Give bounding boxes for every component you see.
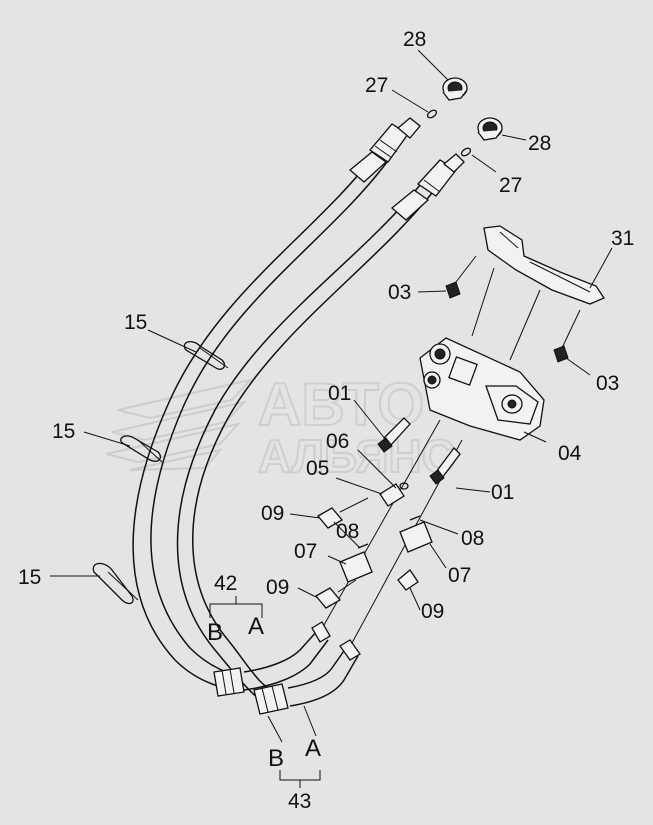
label-28-top: 28 xyxy=(403,28,426,51)
label-43: 43 xyxy=(288,790,311,813)
hose-clamp-3 xyxy=(92,562,139,605)
bolt-09-b xyxy=(315,579,357,609)
watermark-line2: АЛЬЯНС xyxy=(258,430,455,482)
hose-fitting-42 xyxy=(213,621,331,697)
solenoid-valve-04 xyxy=(419,267,545,441)
label-15-a: 15 xyxy=(124,311,147,334)
label-09-a: 09 xyxy=(261,502,284,525)
fitting-05 xyxy=(379,483,405,507)
label-01-left: 01 xyxy=(328,382,351,405)
bolt-01-right xyxy=(429,447,461,485)
hose-fitting-43 xyxy=(253,639,361,715)
label-03-right: 03 xyxy=(596,372,619,395)
hose-fitting-top-left xyxy=(348,117,421,183)
cap-28-right xyxy=(477,117,503,141)
label-06: 06 xyxy=(326,430,349,453)
hose-assembly xyxy=(132,117,465,715)
watermark-logo: АВТО АЛЬЯНС xyxy=(105,370,456,483)
bolt-09-c xyxy=(397,569,419,591)
hose-clamp-1 xyxy=(183,340,229,370)
label-03-left: 03 xyxy=(388,281,411,304)
label-07-left: 07 xyxy=(294,540,317,563)
o-ring-06 xyxy=(399,482,409,490)
leader-lines xyxy=(50,49,613,611)
watermark-emblem-icon xyxy=(105,378,253,471)
label-15-c: 15 xyxy=(18,566,41,589)
label-42: 42 xyxy=(214,572,237,595)
cap-28-top xyxy=(442,77,468,101)
bracket-31 xyxy=(483,225,605,305)
bracket-43 xyxy=(267,705,321,788)
label-01-right: 01 xyxy=(491,481,514,504)
label-08-right: 08 xyxy=(461,527,484,550)
o-ring-27-top xyxy=(426,109,438,119)
fitting-07-right xyxy=(399,521,433,553)
label-27-top: 27 xyxy=(365,74,388,97)
label-09-b: 09 xyxy=(266,576,289,599)
o-ring-08-right xyxy=(409,515,421,521)
o-ring-27-right xyxy=(460,147,472,157)
bracket-42 xyxy=(209,596,263,618)
label-43-b: B xyxy=(268,745,284,772)
hose-fitting-top-right xyxy=(390,153,465,221)
label-07-right: 07 xyxy=(448,564,471,587)
label-27-right: 27 xyxy=(499,174,522,197)
bolt-01-left xyxy=(377,417,411,453)
label-04: 04 xyxy=(558,442,582,465)
label-43-a: A xyxy=(305,735,321,762)
label-31: 31 xyxy=(611,227,634,250)
label-15-b: 15 xyxy=(52,420,75,443)
bolt-03-left xyxy=(445,255,477,299)
bolt-09-a xyxy=(317,497,369,529)
label-08-left: 08 xyxy=(336,520,359,543)
label-28-right: 28 xyxy=(528,132,551,155)
label-05: 05 xyxy=(306,457,329,480)
label-42-a: A xyxy=(248,613,264,640)
bolt-03-right xyxy=(553,309,581,363)
label-42-b: B xyxy=(207,619,223,646)
hose-clamp-2 xyxy=(120,435,163,463)
label-09-c: 09 xyxy=(421,600,444,623)
fitting-07-left xyxy=(339,551,373,583)
